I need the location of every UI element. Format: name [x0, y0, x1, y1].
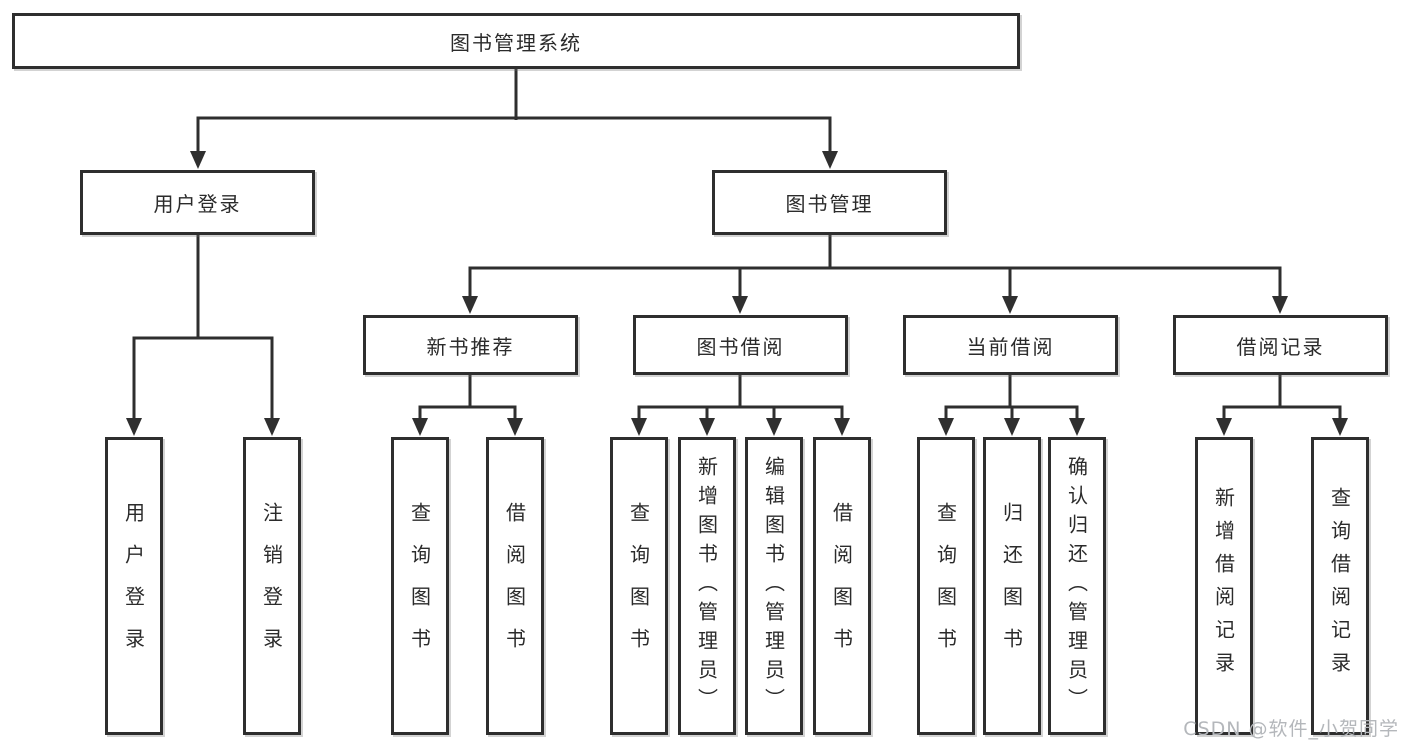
arrow-down-icon	[834, 418, 850, 436]
arrow-down-icon	[412, 418, 428, 436]
leaf-borrow-books-borrowing: 借阅图书	[813, 437, 871, 735]
node-book-borrowing: 图书借阅	[633, 315, 848, 375]
node-user-login: 用户登录	[80, 170, 315, 235]
arrow-down-icon	[1069, 418, 1085, 436]
node-new-book-recommendation: 新书推荐	[363, 315, 578, 375]
leaf-query-books-recommend: 查询图书	[391, 437, 449, 735]
arrow-down-icon	[1216, 418, 1232, 436]
leaf-edit-books-admin: 编辑图书（管理员）	[745, 437, 803, 735]
arrow-down-icon	[1002, 296, 1018, 314]
arrow-down-icon	[699, 418, 715, 436]
arrow-down-icon	[462, 296, 478, 314]
arrow-down-icon	[732, 296, 748, 314]
arrow-down-icon	[1272, 296, 1288, 314]
leaf-confirm-return-admin: 确认归还（管理员）	[1048, 437, 1106, 735]
node-book-management: 图书管理	[712, 170, 947, 235]
arrow-down-icon	[938, 418, 954, 436]
arrow-down-icon	[264, 418, 280, 436]
arrow-down-icon	[126, 418, 142, 436]
arrow-down-icon	[190, 151, 206, 169]
node-library-management-system: 图书管理系统	[12, 13, 1020, 69]
node-borrowing-records: 借阅记录	[1173, 315, 1388, 375]
leaf-logout: 注销登录	[243, 437, 301, 735]
leaf-add-borrowing-record: 新增借阅记录	[1195, 437, 1253, 735]
arrowheads	[126, 151, 1348, 436]
leaf-query-books-current: 查询图书	[917, 437, 975, 735]
arrow-down-icon	[1332, 418, 1348, 436]
leaf-return-books: 归还图书	[983, 437, 1041, 735]
csdn-watermark: CSDN @软件_小贺同学	[1183, 718, 1399, 740]
leaf-query-books-borrowing: 查询图书	[610, 437, 668, 735]
arrow-down-icon	[1004, 418, 1020, 436]
leaf-add-books-admin: 新增图书（管理员）	[678, 437, 736, 735]
arrow-down-icon	[822, 151, 838, 169]
arrow-down-icon	[507, 418, 523, 436]
arrow-down-icon	[631, 418, 647, 436]
leaf-borrow-books-recommend: 借阅图书	[486, 437, 544, 735]
node-current-borrowing: 当前借阅	[903, 315, 1118, 375]
arrow-down-icon	[766, 418, 782, 436]
leaf-user-login: 用户登录	[105, 437, 163, 735]
leaf-query-borrowing-record: 查询借阅记录	[1311, 437, 1369, 735]
